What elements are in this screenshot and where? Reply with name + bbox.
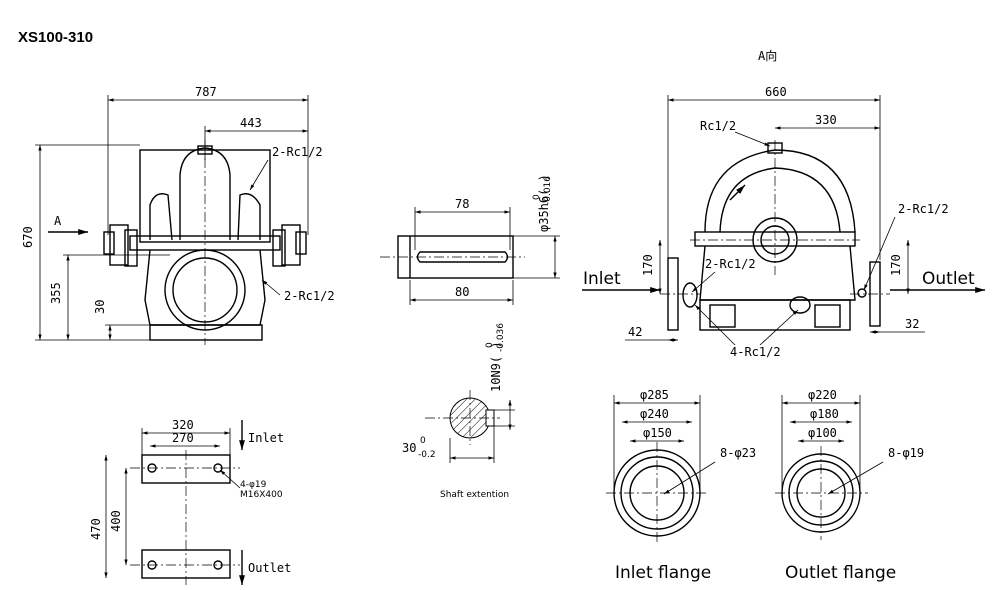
inlet-flange-d3: φ150 <box>643 426 672 440</box>
dim-inlet-flange-thk: 42 <box>628 325 642 339</box>
side-view-a: A向 660 330 Rc1/2 2-Rc1/2 2 <box>582 48 985 359</box>
inlet-flange-d2: φ240 <box>640 407 669 421</box>
foundation-view: 320 270 470 400 4-φ19 M16X400 Inlet Outl… <box>89 418 291 585</box>
outlet-flange-d3: φ100 <box>808 426 837 440</box>
inlet-flange-d1: φ285 <box>640 388 669 402</box>
shaft-dia-tol-lower: -0.016 <box>543 176 553 205</box>
front-port-bottom-label: 2-Rc1/2 <box>284 289 335 303</box>
drawing-title: XS100-310 <box>18 29 93 46</box>
view-a-title: A向 <box>758 48 777 63</box>
dim-shaft-diameter: φ35h6( ) <box>537 174 551 232</box>
dim-center-height-355: 355 <box>49 282 63 304</box>
dim-foundation-length: 320 <box>172 418 194 432</box>
dim-outlet-height: 170 <box>889 254 903 276</box>
shaft-extension-view: 78 80 φ35h6( ) 0 -0.016 10N9( ) 0 -0.036… <box>380 174 560 500</box>
outlet-label: Outlet <box>922 269 975 289</box>
key-width-tol-upper: 0 <box>485 342 495 348</box>
dim-side-half-width: 330 <box>815 113 837 127</box>
outlet-flange-view: φ220 φ180 φ100 8-φ19 Outlet flange <box>775 388 924 583</box>
inlet-flange-holes: 8-φ23 <box>720 446 756 460</box>
dim-foundation-inner-width: 400 <box>109 510 123 532</box>
outlet-flange-d2: φ180 <box>810 407 839 421</box>
dim-key-width: 10N9( ) <box>489 341 503 392</box>
dim-side-width: 660 <box>765 85 787 99</box>
side-port-bottom-label: 4-Rc1/2 <box>730 345 781 359</box>
view-a-arrow-label: A <box>54 214 62 228</box>
dim-outlet-flange-thk: 32 <box>905 317 919 331</box>
dim-foundation-inner-length: 270 <box>172 431 194 445</box>
dim-key-length: 78 <box>455 197 469 211</box>
key-depth-tol-upper: 0 <box>420 436 426 446</box>
dim-foundation-width: 470 <box>89 518 103 540</box>
outlet-flange-holes: 8-φ19 <box>888 446 924 460</box>
foundation-bolts: 4-φ19 <box>240 480 267 490</box>
dim-base-30: 30 <box>93 300 107 314</box>
outlet-flange-d1: φ220 <box>808 388 837 402</box>
shaft-caption: Shaft extention <box>440 490 509 500</box>
foundation-bolt-thread: M16X400 <box>240 490 283 500</box>
dim-half-width-443: 443 <box>240 116 262 130</box>
side-port-top-label: Rc1/2 <box>700 119 736 133</box>
inlet-flange-caption: Inlet flange <box>615 563 711 583</box>
front-view: 787 443 670 355 30 A <box>21 85 335 345</box>
dim-key-depth: 30 <box>402 441 416 455</box>
key-width-tol-lower: -0.036 <box>496 323 506 352</box>
dim-inlet-height: 170 <box>641 254 655 276</box>
outlet-flange-caption: Outlet flange <box>785 563 896 583</box>
dim-height-670: 670 <box>21 226 35 248</box>
side-port-right-label: 2-Rc1/2 <box>898 202 949 216</box>
front-port-top-label: 2-Rc1/2 <box>272 145 323 159</box>
side-port-left-label: 2-Rc1/2 <box>705 257 756 271</box>
foundation-outlet-label: Outlet <box>248 561 291 575</box>
shaft-dia-tol-upper: 0 <box>532 194 542 200</box>
inlet-flange-view: φ285 φ240 φ150 8-φ23 Inlet flange <box>606 388 756 583</box>
dim-width-787: 787 <box>195 85 217 99</box>
inlet-label: Inlet <box>583 269 621 289</box>
dim-shaft-length: 80 <box>455 285 469 299</box>
foundation-inlet-label: Inlet <box>248 431 284 445</box>
key-depth-tol-lower: -0.2 <box>418 450 436 460</box>
